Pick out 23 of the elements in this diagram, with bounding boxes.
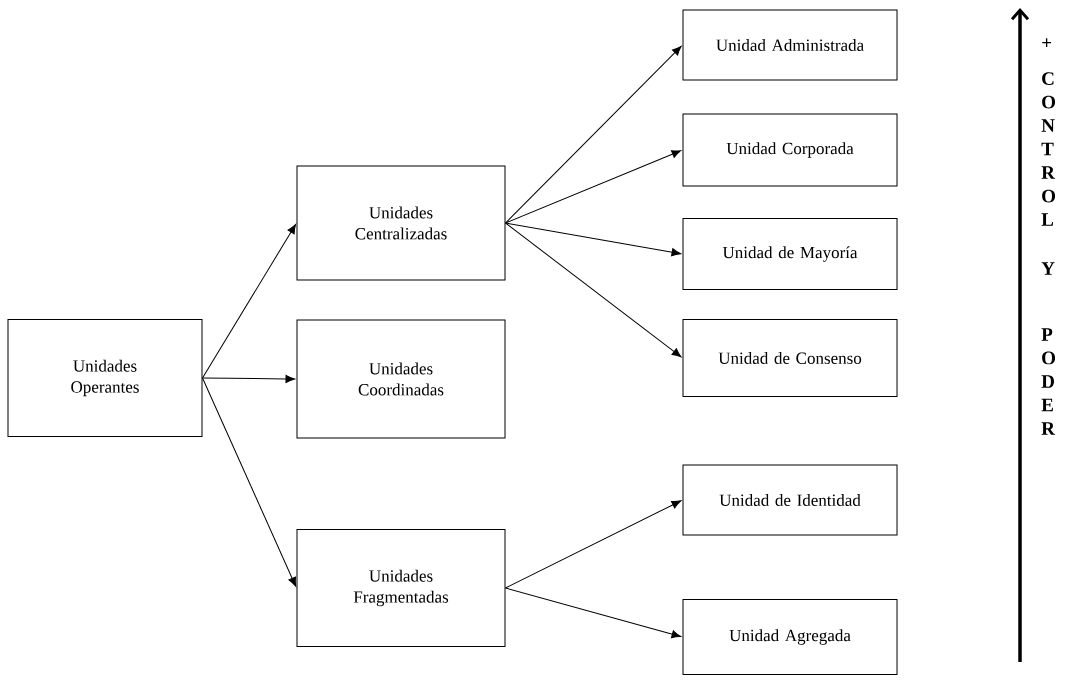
vertical-label: CONTROL	[1041, 72, 1056, 226]
arrow	[505, 45, 682, 224]
vertical-label: PODER	[1041, 328, 1056, 435]
box: Unidades Operantes	[7, 319, 203, 437]
box: Unidades Coordinadas	[296, 319, 506, 439]
arrow	[202, 377, 297, 587]
arrow	[505, 222, 682, 358]
arrow	[505, 222, 682, 257]
arrow	[505, 500, 682, 589]
box: Unidad de Identidad	[682, 464, 898, 536]
box: Unidades Fragmentadas	[296, 529, 506, 647]
arrow	[202, 224, 296, 379]
arrow	[202, 374, 296, 383]
box: Unidad Agregada	[682, 599, 898, 675]
vertical-label: +	[1042, 38, 1052, 48]
box: Unidad Corporada	[682, 113, 898, 187]
box: Unidad de Mayoría	[682, 218, 898, 290]
box: Unidad Administrada	[682, 9, 898, 81]
arrow	[505, 150, 682, 224]
arrow	[505, 587, 682, 639]
box: Unidades Centralizadas	[296, 165, 506, 281]
box: Unidad de Consenso	[682, 319, 898, 397]
vertical-label: Y	[1041, 262, 1055, 275]
